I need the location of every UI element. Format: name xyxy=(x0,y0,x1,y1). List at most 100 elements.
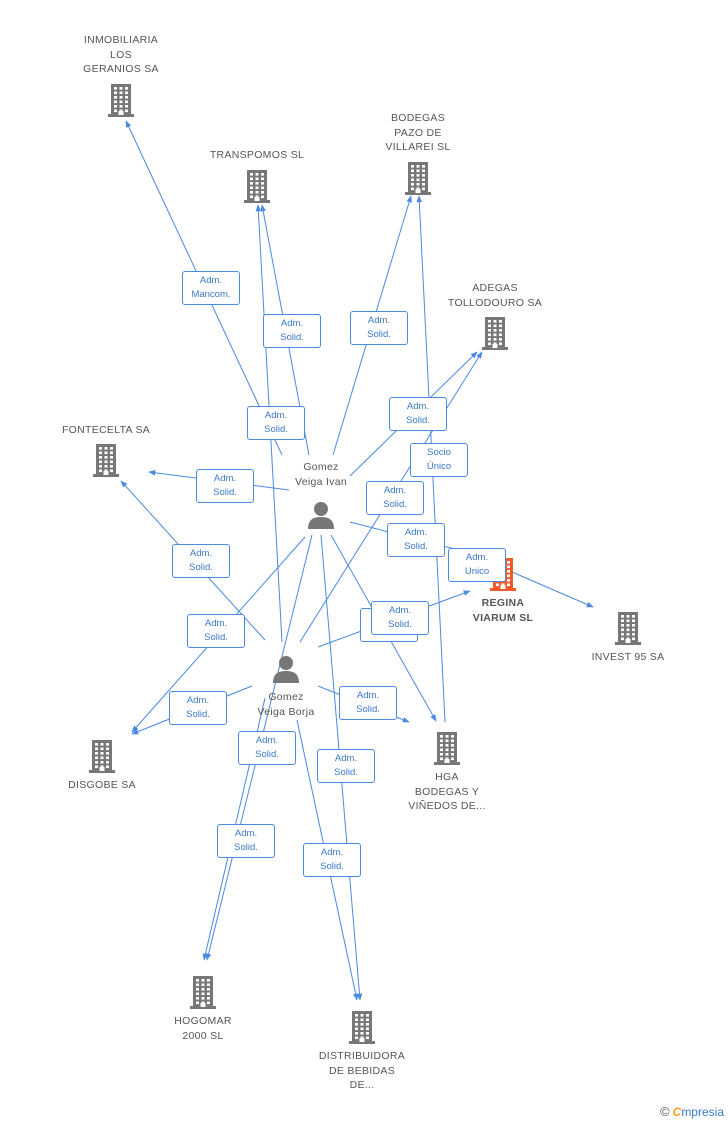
person-icon-gomez_ivan[interactable] xyxy=(304,500,338,530)
node-label-line: Gomez xyxy=(303,461,339,473)
edge-label-line: Solid. xyxy=(264,424,288,435)
edge-label-line: Adm. xyxy=(234,828,258,839)
edge-label-line: Adm. xyxy=(280,318,304,329)
node-label-line: REGINA xyxy=(481,597,525,609)
building-icon xyxy=(108,84,134,117)
node-label-line: INMOBILIARIA xyxy=(83,34,159,46)
node-label-line: DISTRIBUIDORA xyxy=(318,1050,406,1062)
building-icon-inmobiliaria[interactable] xyxy=(104,83,138,117)
node-label-invest95[interactable]: INVEST 95 SA xyxy=(563,650,693,665)
edge-label-regina-invest95[interactable]: Adm.Unico xyxy=(448,548,506,582)
edge-label-line: Mancom. xyxy=(191,289,231,300)
edge-regina-invest95 xyxy=(511,571,594,608)
node-label-regina[interactable]: REGINA VIARUM SL xyxy=(438,596,568,625)
edge-label-gomez_borja-hogomar[interactable]: Adm.Solid. xyxy=(238,731,296,765)
node-label-line: FONTECELTA SA xyxy=(61,424,151,436)
building-icon xyxy=(405,162,431,195)
building-icon-transpomos[interactable] xyxy=(240,169,274,203)
edge-label-line: Solid. xyxy=(213,487,237,498)
node-label-fontecelta[interactable]: FONTECELTA SA xyxy=(41,423,171,438)
building-icon xyxy=(244,170,270,203)
edge-label-gomez_ivan-fontecelta[interactable]: Adm. Solid. xyxy=(196,469,254,503)
edge-label-gomez_borja-adegas[interactable]: Adm.Solid. xyxy=(366,481,424,515)
edge-label-line: Adm. xyxy=(356,690,380,701)
building-icon-distribuidora[interactable] xyxy=(345,1010,379,1044)
node-label-hogomar[interactable]: HOGOMAR 2000 SL xyxy=(138,1014,268,1043)
edge-label-gomez_ivan-regina[interactable]: Adm.Solid. xyxy=(387,523,445,557)
edge-label-gomez_borja-disgobe[interactable]: Adm. Solid. xyxy=(169,691,227,725)
building-icon-bodegas_pazo[interactable] xyxy=(401,161,435,195)
edge-label-line: Adm. xyxy=(406,401,430,412)
edge-label-gomez_borja-fontecelta[interactable]: Adm.Solid. xyxy=(172,544,230,578)
edge-label-gomez_ivan-adegas[interactable]: Adm. Solid. xyxy=(389,397,447,431)
node-label-line: BODEGAS xyxy=(390,112,446,124)
building-icon-disgobe[interactable] xyxy=(85,739,119,773)
edge-label-line: Solid. xyxy=(367,329,391,340)
building-icon xyxy=(89,740,115,773)
building-icon-hogomar[interactable] xyxy=(186,975,220,1009)
node-label-line: TOLLODOURO SA xyxy=(447,296,543,309)
node-label-disgobe[interactable]: DISGOBE SA xyxy=(37,778,167,793)
edge-label-line: Solid. xyxy=(406,415,430,426)
edge-label-gomez_ivan-distribuidora[interactable]: Adm.Solid. xyxy=(317,749,375,783)
node-label-line: BODEGAS Y xyxy=(414,785,480,798)
node-label-line: Gomez xyxy=(268,691,304,703)
node-label-line: VILLAREI SL xyxy=(385,141,451,153)
node-label-line: GERANIOS SA xyxy=(83,63,159,75)
copyright-icon: © xyxy=(660,1104,670,1119)
edge-label-gomez_borja-hga[interactable]: Adm. Solid. xyxy=(339,686,397,720)
edge-label-line: Socio xyxy=(427,447,451,458)
brand-initial: C xyxy=(672,1105,682,1119)
edge-label-line: Adm. xyxy=(199,275,223,286)
edge-label-line: Solid. xyxy=(388,619,412,630)
edge-label-gomez_borja-transpomos[interactable]: Adm. Solid. xyxy=(247,406,305,440)
edge-label-gomez_borja-distribuidora[interactable]: Adm.Solid. xyxy=(303,843,361,877)
edge-label-line: Adm. xyxy=(334,753,358,764)
node-label-adegas[interactable]: ADEGAS TOLLODOURO SA xyxy=(430,281,560,310)
node-label-line: HOGOMAR xyxy=(174,1015,232,1027)
edge-label-line: Solid. xyxy=(186,709,210,720)
node-label-line: VIARUM SL xyxy=(472,611,534,624)
building-icon-invest95[interactable] xyxy=(611,611,645,645)
building-icon xyxy=(434,732,460,765)
edge-label-line: Adm. xyxy=(213,473,237,484)
edge-label-line: Adm. xyxy=(264,410,288,421)
edge-label-gomez_ivan-disgobe[interactable]: Adm.Solid. xyxy=(187,614,245,648)
node-label-transpomos[interactable]: TRANSPOMOS SL xyxy=(192,148,322,163)
node-label-line: TRANSPOMOS SL xyxy=(209,149,305,161)
edge-label-gomez_ivan-hga[interactable]: Adm. Solid. xyxy=(371,601,429,635)
edge-label-gomez_ivan-bodegas_pazo[interactable]: Adm.Solid. xyxy=(350,311,408,345)
building-icon-hga[interactable] xyxy=(430,731,464,765)
edge-label-line: Adm. xyxy=(204,618,228,629)
edge-label-line: Adm. xyxy=(320,847,344,858)
edge-label-line: Único xyxy=(426,461,452,472)
building-icon xyxy=(93,444,119,477)
edge-label-gomez_ivan-inmobiliaria[interactable]: Adm. Mancom. xyxy=(182,271,240,305)
building-icon-fontecelta[interactable] xyxy=(89,443,123,477)
edge-label-line: Solid. xyxy=(189,562,213,573)
edge-label-gomez_ivan-hogomar[interactable]: Adm. Solid. xyxy=(217,824,275,858)
person-icon-gomez_borja[interactable] xyxy=(269,654,303,684)
edge-label-line: Adm. xyxy=(186,695,210,706)
empresia-logo: ©Cmpresia xyxy=(660,1104,724,1119)
node-label-line: DE... xyxy=(349,1079,375,1091)
edge-label-gomez_ivan-transpomos[interactable]: Adm.Solid. xyxy=(263,314,321,348)
edge-label-line: Adm. xyxy=(404,527,428,538)
brand-name: mpresia xyxy=(681,1105,724,1119)
building-icon xyxy=(482,317,508,350)
edge-label-line: Adm. xyxy=(388,605,412,616)
edge-label-line: Solid. xyxy=(356,704,380,715)
building-icon-adegas[interactable] xyxy=(478,316,512,350)
node-label-line: 2000 SL xyxy=(182,1029,224,1042)
node-label-line: ADEGAS xyxy=(472,282,518,294)
edge-label-line: Solid. xyxy=(234,842,258,853)
